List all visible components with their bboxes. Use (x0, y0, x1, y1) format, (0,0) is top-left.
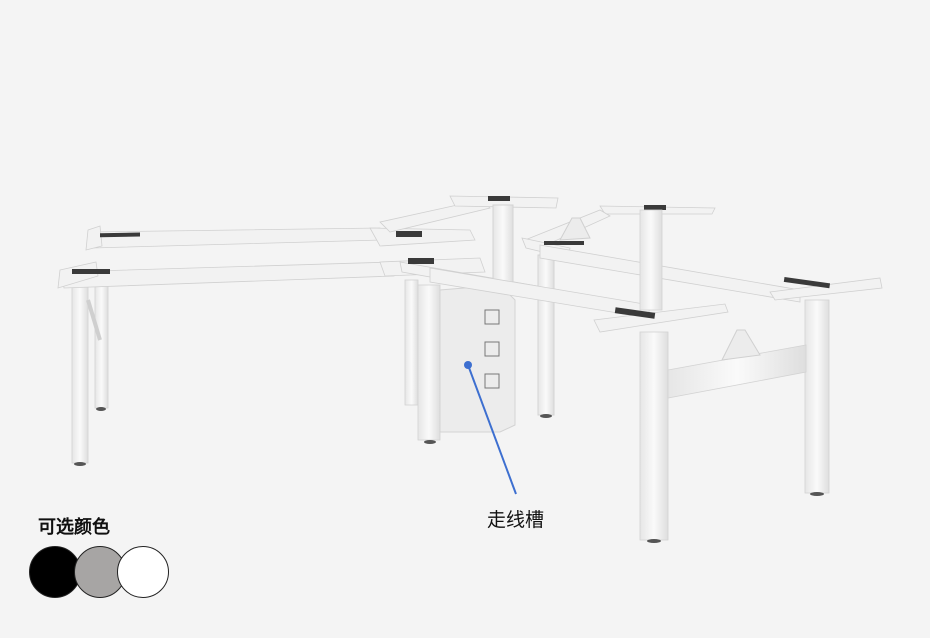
cable-management-tower (439, 284, 516, 433)
callout-line (467, 364, 517, 495)
left-beams (57, 225, 395, 289)
color-swatches (29, 546, 179, 602)
color-swatch-white[interactable] (117, 546, 169, 598)
left-legs (71, 269, 441, 464)
cable-tray-label: 走线槽 (487, 509, 545, 531)
color-swatch-black[interactable] (29, 546, 81, 598)
color-options-title: 可选颜色 (38, 517, 110, 538)
callout-dot (464, 361, 472, 369)
